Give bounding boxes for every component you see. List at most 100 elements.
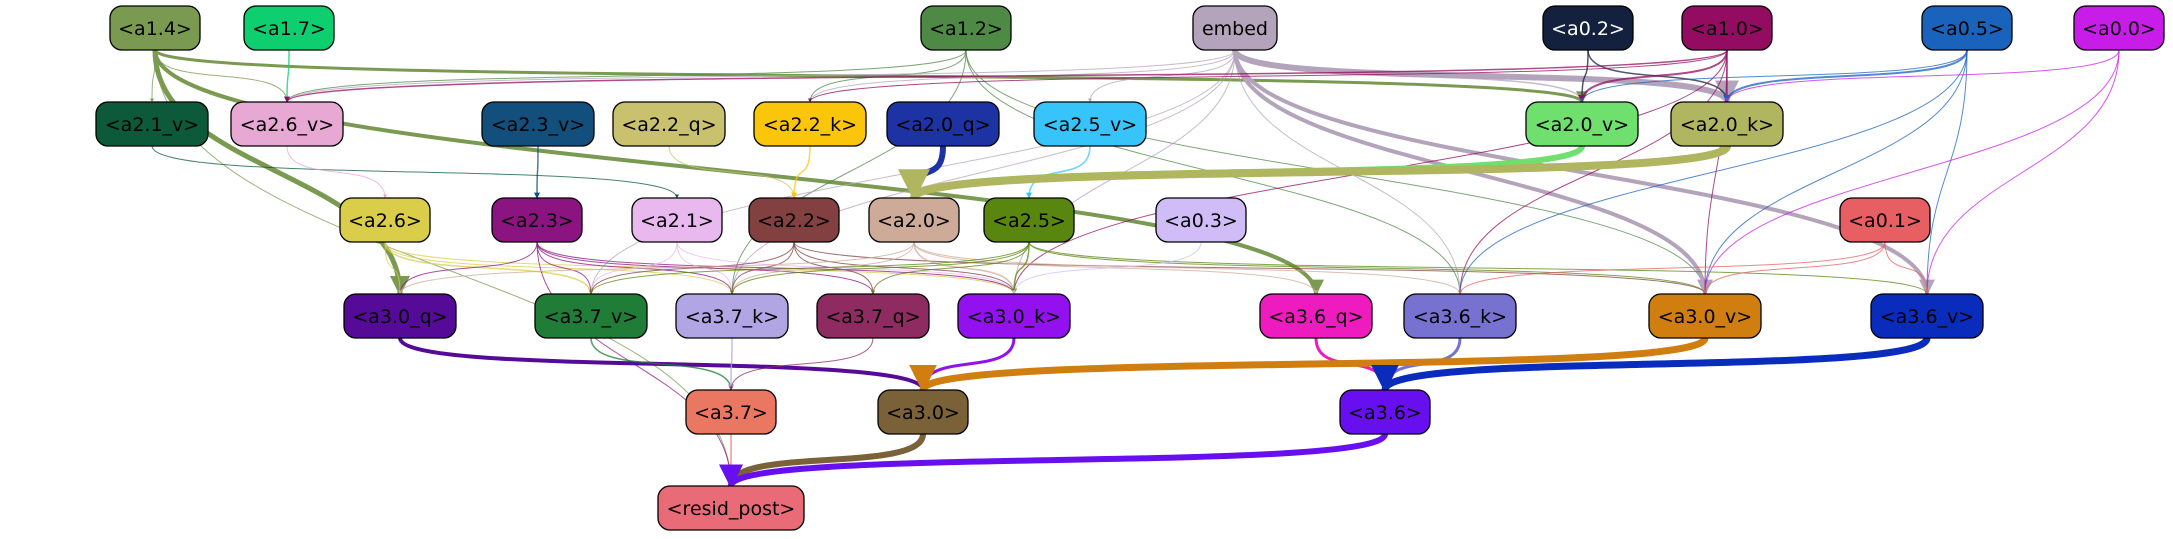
- node-label: <a3.6>: [1348, 402, 1422, 424]
- node-a2-2-k[interactable]: <a2.2_k>: [753, 101, 867, 147]
- edge-embed-to-a2_6_v: [285, 49, 1236, 103]
- edge-a2_1_v-to-a2_1: [151, 145, 679, 199]
- edge-a2_2-to-a3_7_v: [589, 241, 795, 295]
- edge-a0_1-to-a3_6_k: [1458, 241, 1886, 295]
- node-label: <a3.7_q>: [825, 306, 920, 328]
- edge-a2_2-to-a3_7_q: [793, 241, 875, 295]
- node-a2-5-v[interactable]: <a2.5_v>: [1033, 101, 1147, 147]
- node-label: <a1.0>: [1690, 18, 1764, 40]
- node-a3-7-v[interactable]: <a3.7_v>: [534, 293, 648, 339]
- node-box: [1033, 101, 1147, 147]
- node-a3-6-k[interactable]: <a3.6_k>: [1403, 293, 1517, 339]
- node-a2-0-v[interactable]: <a2.0_v>: [1525, 101, 1639, 147]
- node-label: <a3.0_k>: [967, 306, 1061, 328]
- edge-embed-to-a2_0_k: [1232, 48, 1739, 105]
- edge-a3_6-to-resid_post: [719, 432, 1388, 489]
- edge-a2_0-to-a3_6_k: [913, 241, 1462, 295]
- node-label: <a2.6>: [348, 210, 422, 232]
- node-a0-5[interactable]: <a0.5>: [1921, 5, 2013, 51]
- node-a3-0-q[interactable]: <a3.0_q>: [343, 293, 457, 339]
- node-a2-5[interactable]: <a2.5>: [983, 197, 1075, 243]
- node-a3-0-k[interactable]: <a3.0_k>: [957, 293, 1071, 339]
- edge-a1_4-to-a2_0_v: [153, 48, 1588, 104]
- node-label: <a2.5_v>: [1043, 114, 1137, 136]
- edge-a1_0-to-a2_6_v: [284, 49, 1728, 103]
- node-box: [1648, 293, 1762, 339]
- node-box: [685, 389, 777, 435]
- node-a0-1[interactable]: <a0.1>: [1839, 197, 1931, 243]
- edge-a2_6_v-to-a2_6: [286, 145, 387, 199]
- node-a2-1-v[interactable]: <a2.1_v>: [95, 101, 209, 147]
- node-a2-0-k[interactable]: <a2.0_k>: [1670, 101, 1784, 147]
- node-box: [2073, 5, 2165, 51]
- node-a3-7[interactable]: <a3.7>: [685, 389, 777, 435]
- node-a2-3-v[interactable]: <a2.3_v>: [481, 101, 595, 147]
- node-a0-2[interactable]: <a0.2>: [1542, 5, 1634, 51]
- node-a2-3[interactable]: <a2.3>: [491, 197, 583, 243]
- node-a1-7[interactable]: <a1.7>: [243, 5, 335, 51]
- edge-a0_1-to-a3_0_v: [1703, 241, 1886, 295]
- node-box: [753, 101, 867, 147]
- edge-a3_7_q-to-a3_7: [729, 337, 874, 391]
- edge-a2_5_v-to-a2_5: [1026, 145, 1091, 199]
- node-label: <a3.6_q>: [1268, 306, 1363, 328]
- node-label: <a0.1>: [1848, 210, 1922, 232]
- node-label: <a1.4>: [118, 18, 192, 40]
- edge-a1_4-to-a3_0_q: [152, 49, 410, 296]
- nodes-layer: <a1.4> <a1.7> <a1.2> embed <a0.2> <a1.0> <a0.5…: [95, 5, 2165, 531]
- node-label: <a0.2>: [1551, 18, 1625, 40]
- node-box: [95, 101, 209, 147]
- node-a3-6[interactable]: <a3.6>: [1339, 389, 1431, 435]
- edge-a0_5-to-a3_6_v: [1925, 49, 1968, 295]
- node-a3-6-q[interactable]: <a3.6_q>: [1259, 293, 1373, 339]
- node-a3-0[interactable]: <a3.0>: [877, 389, 969, 435]
- node-a1-2[interactable]: <a1.2>: [920, 5, 1012, 51]
- node-label: <a2.5>: [992, 210, 1066, 232]
- edge-a1_2-to-a2_2_k: [808, 49, 967, 103]
- node-a2-2[interactable]: <a2.2>: [748, 197, 840, 243]
- node-a0-3[interactable]: <a0.3>: [1155, 197, 1247, 243]
- node-label: <a1.2>: [929, 18, 1003, 40]
- node-box: [816, 293, 930, 339]
- node-label: <a2.0_q>: [895, 114, 990, 136]
- edge-a1_0-to-a2_0_v: [1578, 49, 1728, 103]
- edge-a3_6_v-to-a3_6: [1371, 336, 1931, 393]
- node-a0-0[interactable]: <a0.0>: [2073, 5, 2165, 51]
- node-label: <a2.2>: [757, 210, 831, 232]
- node-a2-1[interactable]: <a2.1>: [631, 197, 723, 243]
- node-a2-0[interactable]: <a2.0>: [868, 197, 960, 243]
- node-a2-2-q[interactable]: <a2.2_q>: [612, 101, 726, 147]
- node-label: <a2.1>: [640, 210, 714, 232]
- node-box: [1403, 293, 1517, 339]
- node-a3-6-v[interactable]: <a3.6_v>: [1870, 293, 1984, 339]
- edge-a1_0-to-a3_0_v: [1703, 49, 1728, 295]
- edge-a2_2-to-a3_7_k: [730, 241, 795, 295]
- node-box: [1155, 197, 1247, 243]
- node-box: [1192, 5, 1278, 51]
- node-box: [1681, 5, 1773, 51]
- node-box: [1921, 5, 2013, 51]
- edge-a0_5-to-a3_0_v: [1703, 49, 1968, 295]
- node-label: <a3.7>: [694, 402, 768, 424]
- node-a1-0[interactable]: <a1.0>: [1681, 5, 1773, 51]
- edge-a2_5-to-a3_6_v: [1028, 241, 1929, 295]
- edge-a2_0_k-to-a2_0: [898, 143, 1731, 202]
- edge-a2_3-to-a3_0_q: [398, 241, 538, 295]
- edge-a2_2_q-to-a2_2: [668, 145, 796, 199]
- node-a2-0-q[interactable]: <a2.0_q>: [886, 101, 1000, 147]
- node-a1-4[interactable]: <a1.4>: [109, 5, 201, 51]
- node-a3-7-q[interactable]: <a3.7_q>: [816, 293, 930, 339]
- node-a3-7-k[interactable]: <a3.7_k>: [675, 293, 789, 339]
- node-embed[interactable]: embed: [1192, 5, 1278, 51]
- node-resid-post[interactable]: <resid_post>: [657, 485, 805, 531]
- node-label: <a3.6_k>: [1413, 306, 1507, 328]
- node-a3-0-v[interactable]: <a3.0_v>: [1648, 293, 1762, 339]
- node-label: <a3.0_q>: [352, 306, 447, 328]
- edge-a2_2-to-a3_0_k: [793, 241, 1016, 295]
- node-box: [230, 101, 344, 147]
- node-a2-6[interactable]: <a2.6>: [339, 197, 431, 243]
- node-label: <a2.3_v>: [491, 114, 585, 136]
- node-a2-6-v[interactable]: <a2.6_v>: [230, 101, 344, 147]
- edge-a0_5-to-a3_6_k: [1458, 49, 1968, 295]
- node-box: [1525, 101, 1639, 147]
